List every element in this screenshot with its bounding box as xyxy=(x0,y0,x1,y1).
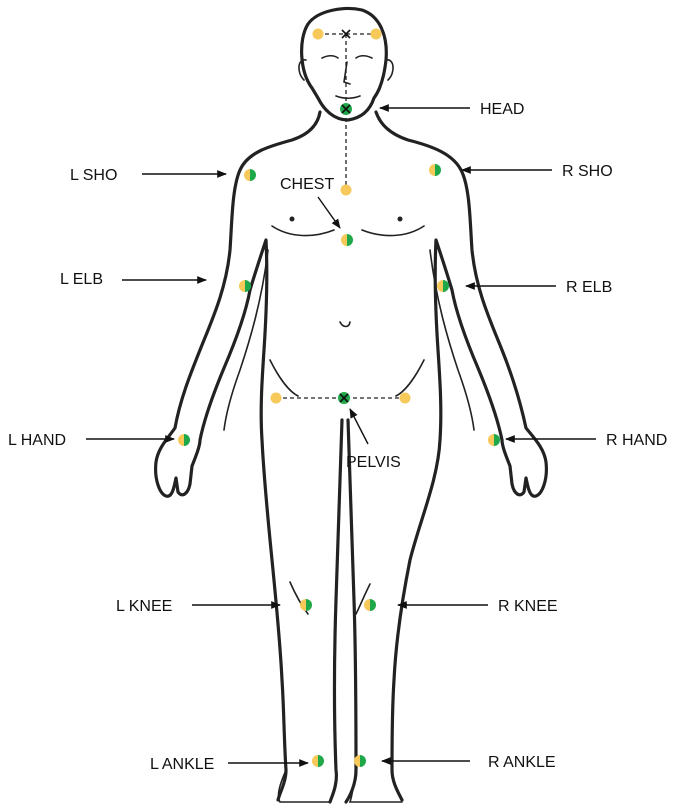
inner-left-leg xyxy=(330,420,342,802)
label-l-sho: L SHO xyxy=(70,167,117,184)
mouth xyxy=(336,96,360,98)
label-l-elb: L ELB xyxy=(60,271,103,288)
markers xyxy=(178,29,500,768)
dashed-guides xyxy=(276,34,405,398)
marker-r-ankle xyxy=(354,755,366,767)
marker-yellow-half xyxy=(178,434,184,446)
marker-head-left xyxy=(313,29,324,40)
right-body-outline xyxy=(376,112,546,800)
marker-chest-upper xyxy=(341,185,352,196)
marker-yellow-half xyxy=(244,169,250,181)
label-chest: CHEST xyxy=(280,176,334,193)
marker-yellow-half xyxy=(300,599,306,611)
label-pelvis: PELVIS xyxy=(346,454,401,471)
left-hip-line xyxy=(270,360,298,396)
marker-yellow-half xyxy=(364,599,370,611)
arrow-chest xyxy=(318,197,340,228)
left-eye xyxy=(322,56,338,58)
label-r-sho: R SHO xyxy=(562,163,613,180)
marker-green-half xyxy=(306,599,312,611)
marker-l-ankle xyxy=(312,755,324,767)
marker-yellow-half xyxy=(341,234,347,246)
marker-l-sho xyxy=(244,169,256,181)
right-pec xyxy=(362,226,424,236)
body-outline xyxy=(156,9,547,802)
marker-r-hand xyxy=(488,434,500,446)
marker-yellow-half xyxy=(488,434,494,446)
label-l-hand: L HAND xyxy=(8,432,66,449)
left-body-outline xyxy=(156,112,320,800)
label-head: HEAD xyxy=(480,101,524,118)
label-l-knee: L KNEE xyxy=(116,598,172,615)
label-l-ankle: L ANKLE xyxy=(150,756,214,773)
marker-green-half xyxy=(435,164,441,176)
left-nipple xyxy=(290,217,295,222)
marker-l-elb xyxy=(239,280,251,292)
navel xyxy=(340,322,350,327)
marker-pelvis-left xyxy=(271,393,282,404)
nose xyxy=(344,62,350,84)
marker-green-half xyxy=(370,599,376,611)
marker-head-right xyxy=(371,29,382,40)
marker-chest xyxy=(341,234,353,246)
marker-green-half xyxy=(318,755,324,767)
label-r-knee: R KNEE xyxy=(498,598,558,615)
right-hip-line xyxy=(396,360,424,396)
marker-green-half xyxy=(347,234,353,246)
marker-green-half xyxy=(184,434,190,446)
labels: HEAD CHEST PELVIS L SHO R SHO L ELB R EL… xyxy=(8,101,667,773)
label-r-ankle: R ANKLE xyxy=(488,754,556,771)
head-outline xyxy=(302,9,387,120)
right-nipple xyxy=(398,217,403,222)
marker-yellow-half xyxy=(239,280,245,292)
marker-yellow-half xyxy=(437,280,443,292)
marker-yellow-half xyxy=(312,755,318,767)
label-r-elb: R ELB xyxy=(566,279,612,296)
marker-l-hand xyxy=(178,434,190,446)
inner-right-leg xyxy=(346,420,356,802)
marker-r-knee xyxy=(364,599,376,611)
marker-green-half xyxy=(250,169,256,181)
right-eye xyxy=(356,56,372,58)
arrow-pelvis xyxy=(350,409,368,444)
label-r-hand: R HAND xyxy=(606,432,667,449)
marker-yellow-half xyxy=(429,164,435,176)
marker-chin-x xyxy=(340,103,352,115)
marker-pelvis-x xyxy=(338,392,350,404)
marker-r-sho xyxy=(429,164,441,176)
marker-r-elb xyxy=(437,280,449,292)
marker-pelvis-right xyxy=(400,393,411,404)
marker-green-half xyxy=(360,755,366,767)
marker-green-half xyxy=(494,434,500,446)
marker-l-knee xyxy=(300,599,312,611)
left-pec xyxy=(272,226,334,236)
